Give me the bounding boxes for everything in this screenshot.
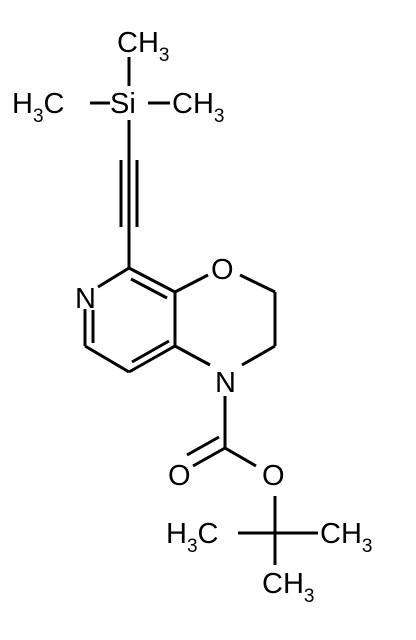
bond-c6-c7 — [84, 344, 130, 374]
bond-c4a-o — [174, 273, 209, 294]
label-carbonyl-oxygen: O — [168, 460, 191, 492]
bond-n-c8a — [174, 344, 211, 367]
label-ester-oxygen: O — [262, 460, 285, 492]
bond-alkyne-triple — [119, 157, 139, 230]
bond-c7-c8a-double-inner — [131, 339, 170, 364]
label-tbu-methyl-bottom: CH3 — [262, 568, 314, 607]
label-pyridine-n: N — [75, 283, 96, 315]
label-si-methyl-right: CH3 — [172, 88, 224, 127]
label-tbu-methyl-right: CH3 — [320, 518, 372, 557]
label-silicon: Si — [110, 88, 136, 120]
bond-carbonyl-o-double-inner — [186, 435, 220, 457]
label-ring-nitrogen: N — [215, 367, 236, 399]
bond-c4a-c5-double-inner — [130, 277, 168, 300]
label-si-methyl-top: CH3 — [117, 27, 169, 66]
bond-carbonyl-o-double — [192, 446, 226, 468]
label-tbu-methyl-left: H3C — [166, 518, 218, 557]
bonds — [83, 57, 318, 565]
bond-c7-c8a-double — [128, 344, 176, 374]
label-si-methyl-left: H3C — [12, 88, 64, 127]
bond-c4a-c5-double — [128, 266, 176, 294]
bond-c5-n — [97, 266, 130, 289]
bond-o-ch2 — [239, 273, 276, 294]
bond-carbonyl-ester-o — [224, 446, 257, 468]
atom-labels: CH3 H3C Si CH3 N O N O O H3C CH3 CH3 — [12, 27, 372, 607]
bond-ch2-n — [241, 344, 276, 367]
label-ring-oxygen: O — [211, 254, 234, 286]
